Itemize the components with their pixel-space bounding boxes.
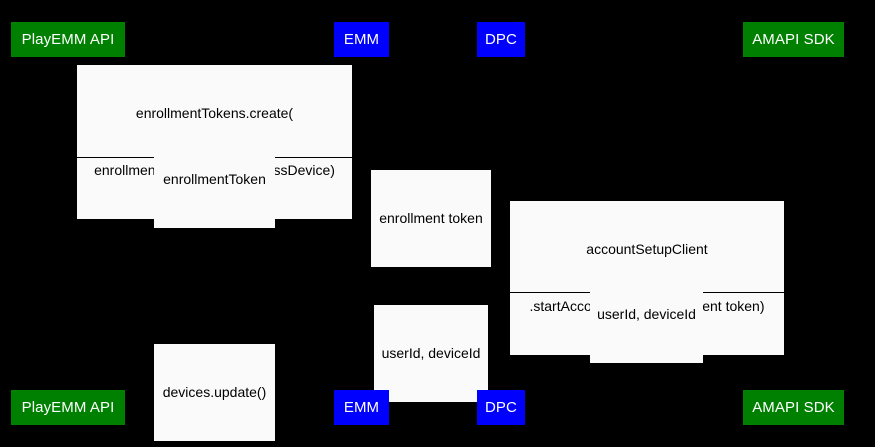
message-label-line1: devices.update() (162, 384, 267, 400)
participant-label: PlayEMM API (21, 31, 115, 48)
message-label-line1: userId, deviceId (381, 345, 481, 361)
message-arrowhead-3 (492, 192, 500, 200)
message-arrowhead-7 (67, 366, 75, 374)
participant-emm-top[interactable]: EMM (334, 22, 389, 57)
participant-label: EMM (343, 31, 380, 48)
message-label-3: enrollment token (371, 170, 491, 267)
message-arrowhead-1 (67, 104, 75, 112)
lifeline-playemm-api (67, 57, 68, 390)
participant-label: DPC (485, 399, 517, 416)
message-label-line1: enrollment token (379, 210, 483, 226)
participant-label: AMAPI SDK (752, 31, 835, 48)
message-arrowhead-4 (785, 241, 793, 249)
participant-playemm-api-bottom[interactable]: PlayEMM API (11, 390, 125, 425)
message-label-6: userId, deviceId (374, 305, 488, 402)
message-label-line1: accountSetupClient (586, 241, 708, 257)
participant-label: PlayEMM API (21, 399, 115, 416)
participant-label: AMAPI SDK (752, 399, 835, 416)
participant-label: EMM (343, 399, 380, 416)
participant-label: DPC (485, 31, 517, 48)
message-label-2: enrollmentToken (154, 131, 275, 228)
message-label-line1: userId, deviceId (597, 306, 696, 322)
participant-emm-bottom[interactable]: EMM (334, 390, 389, 425)
lifeline-amapi-sdk (793, 57, 794, 390)
participant-amapi-sdk-bottom[interactable]: AMAPI SDK (743, 390, 844, 425)
message-arrowhead-6 (361, 327, 369, 335)
message-label-line1: enrollmentTokens.create( (135, 105, 294, 121)
participant-playemm-api-top[interactable]: PlayEMM API (11, 22, 125, 57)
participant-amapi-sdk-top[interactable]: AMAPI SDK (743, 22, 844, 57)
message-arrowhead-5 (500, 288, 508, 296)
lifeline-dpc (500, 57, 501, 390)
message-label-5: userId, deviceId (590, 266, 703, 363)
message-label-7: devices.update() (154, 344, 275, 441)
message-arrowhead-2 (353, 153, 361, 161)
participant-dpc-top[interactable]: DPC (477, 22, 525, 57)
lifeline-emm (361, 57, 362, 390)
message-label-line1: enrollmentToken (163, 171, 266, 187)
participant-dpc-bottom[interactable]: DPC (477, 390, 525, 425)
